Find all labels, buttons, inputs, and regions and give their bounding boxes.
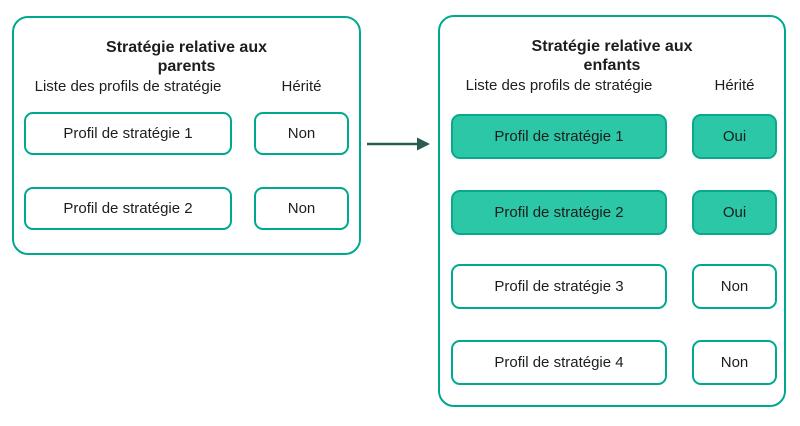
parent-panel-title: Stratégie relative aux parents [106, 39, 267, 75]
child-profile-row: Profil de stratégie 1 Oui [440, 114, 784, 159]
child-profiles-column-header: Liste des profils de stratégie [465, 77, 653, 94]
profile-box: Profil de stratégie 1 [24, 112, 232, 155]
child-policy-panel: Stratégie relative aux enfants Liste des… [438, 15, 786, 407]
profile-box: Profil de stratégie 1 [451, 114, 667, 159]
parent-policy-panel: Stratégie relative aux parents Liste des… [12, 16, 361, 255]
inherited-box: Non [254, 112, 349, 155]
child-panel-title: Stratégie relative aux enfants [531, 38, 693, 74]
parent-inherited-column-header: Hérité [281, 78, 322, 95]
inherited-box: Oui [692, 190, 777, 235]
child-profile-row: Profil de stratégie 4 Non [440, 340, 784, 385]
profile-box: Profil de stratégie 2 [451, 190, 667, 235]
profile-box: Profil de stratégie 4 [451, 340, 667, 385]
inherited-box: Oui [692, 114, 777, 159]
inherited-box: Non [254, 187, 349, 230]
profile-box: Profil de stratégie 3 [451, 264, 667, 309]
parent-profile-row: Profil de stratégie 1 Non [14, 112, 359, 155]
parent-profiles-column-header: Liste des profils de stratégie [34, 78, 222, 95]
child-profile-row: Profil de stratégie 3 Non [440, 264, 784, 309]
profile-box: Profil de stratégie 2 [24, 187, 232, 230]
inheritance-arrow-icon [367, 137, 430, 151]
parent-profile-row: Profil de stratégie 2 Non [14, 187, 359, 230]
child-inherited-column-header: Hérité [714, 77, 755, 94]
child-profile-row: Profil de stratégie 2 Oui [440, 190, 784, 235]
inherited-box: Non [692, 264, 777, 309]
inherited-box: Non [692, 340, 777, 385]
